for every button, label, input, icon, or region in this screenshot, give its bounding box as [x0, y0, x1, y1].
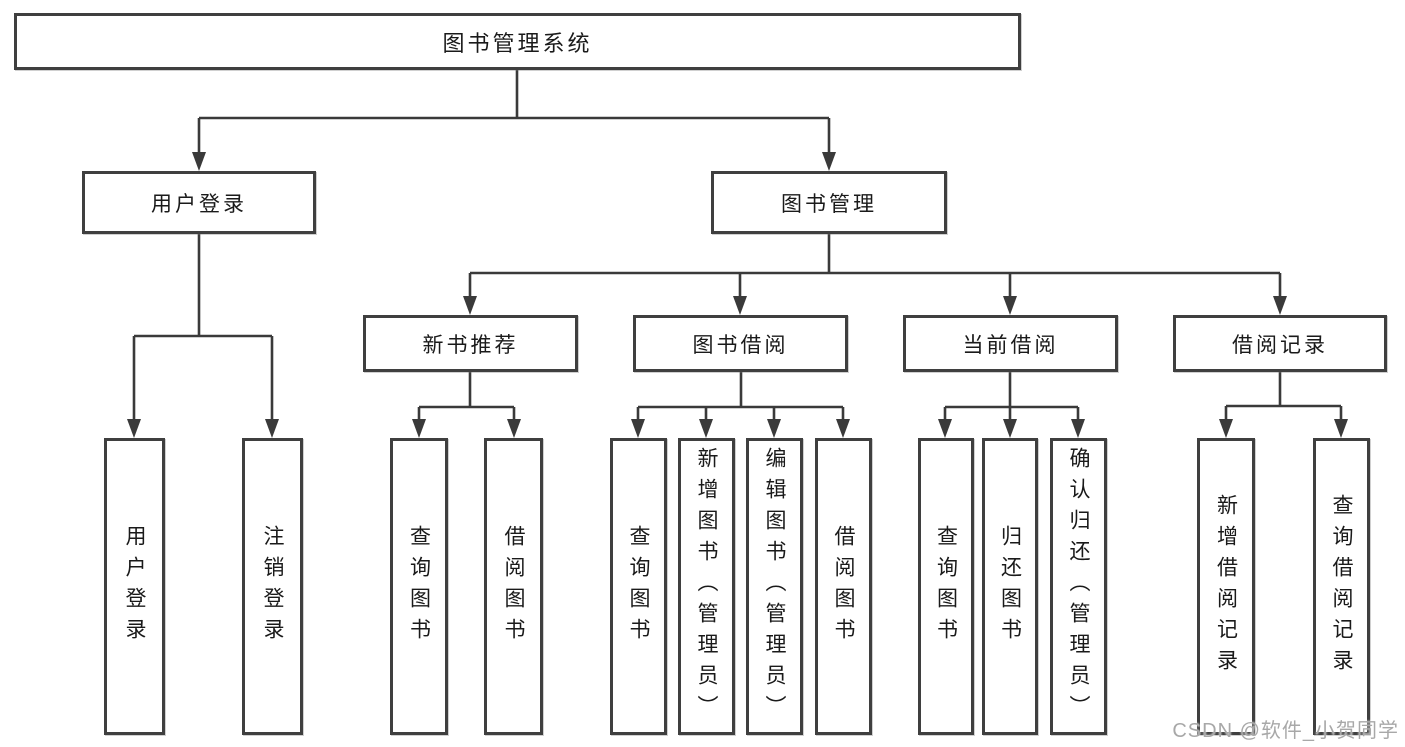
arrowhead-icon	[1273, 296, 1287, 315]
arrowhead-icon	[822, 152, 836, 171]
node-new-book-recommend: 新书推荐	[363, 315, 578, 372]
arrowhead-icon	[1003, 419, 1017, 438]
arrowhead-icon	[507, 419, 521, 438]
edge-user-login-split	[132, 234, 274, 423]
arrowhead-icon	[1003, 296, 1017, 315]
leaf-user-login-label: 用户登录	[123, 524, 146, 649]
leaf-confirm-return-admin-label: 确认归还（管理员）	[1067, 447, 1090, 726]
node-root: 图书管理系统	[14, 13, 1021, 70]
leaf-user-login: 用户登录	[104, 438, 165, 735]
arrowhead-icon	[412, 419, 426, 438]
leaf-confirm-return-admin: 确认归还（管理员）	[1050, 438, 1107, 735]
node-current-borrow: 当前借阅	[903, 315, 1118, 372]
leaf-query-book-borrow-label: 查询图书	[627, 524, 650, 649]
edge-new-book-split	[417, 372, 516, 423]
arrowhead-icon	[1334, 419, 1348, 438]
node-book-borrow-label: 图书借阅	[692, 333, 789, 357]
node-book-management: 图书管理	[711, 171, 947, 234]
edge-root-split	[197, 70, 831, 156]
leaf-query-book-borrow: 查询图书	[610, 438, 667, 735]
arrowhead-icon	[733, 296, 747, 315]
leaf-add-book-admin: 新增图书（管理员）	[678, 438, 735, 735]
node-new-book-recommend-label: 新书推荐	[422, 333, 519, 357]
leaf-add-borrow-record: 新增借阅记录	[1197, 438, 1255, 735]
edge-current-borrow-split	[943, 372, 1080, 423]
leaf-query-book-current-label: 查询图书	[934, 524, 958, 649]
arrowhead-icon	[1219, 419, 1233, 438]
node-user-login: 用户登录	[82, 171, 316, 234]
node-root-label: 图书管理系统	[442, 30, 593, 56]
leaf-borrow-book-label: 借阅图书	[832, 524, 855, 649]
leaf-query-borrow-record-label: 查询借阅记录	[1330, 493, 1353, 680]
node-current-borrow-label: 当前借阅	[962, 333, 1059, 357]
edge-book-borrow-split	[636, 372, 845, 423]
leaf-add-borrow-record-label: 新增借阅记录	[1214, 493, 1238, 680]
leaf-logout: 注销登录	[242, 438, 303, 735]
leaf-edit-book-admin: 编辑图书（管理员）	[746, 438, 803, 735]
leaf-edit-book-admin-label: 编辑图书（管理员）	[763, 447, 786, 726]
watermark: CSDN @软件_小贺同学	[1172, 720, 1399, 742]
node-user-login-label: 用户登录	[151, 192, 247, 216]
arrowhead-icon	[127, 419, 141, 438]
node-book-borrow: 图书借阅	[633, 315, 848, 372]
arrowhead-icon	[463, 296, 477, 315]
leaf-return-book: 归还图书	[982, 438, 1038, 735]
node-borrow-record: 借阅记录	[1173, 315, 1387, 372]
connector-arrowheads	[127, 152, 1348, 438]
arrowhead-icon	[1071, 419, 1085, 438]
leaf-borrow-book: 借阅图书	[815, 438, 872, 735]
node-borrow-record-label: 借阅记录	[1232, 333, 1328, 357]
arrowhead-icon	[938, 419, 952, 438]
leaf-add-book-admin-label: 新增图书（管理员）	[695, 447, 718, 726]
leaf-borrow-book-recommend: 借阅图书	[484, 438, 543, 735]
arrowhead-icon	[631, 419, 645, 438]
leaf-query-book-current: 查询图书	[918, 438, 974, 735]
arrowhead-icon	[265, 419, 279, 438]
arrowhead-icon	[767, 419, 781, 438]
edge-borrow-record-split	[1224, 372, 1343, 423]
leaf-query-book-recommend-label: 查询图书	[407, 524, 431, 649]
leaf-borrow-book-recommend-label: 借阅图书	[502, 524, 525, 649]
leaf-logout-label: 注销登录	[261, 524, 284, 649]
leaf-query-book-recommend: 查询图书	[390, 438, 448, 735]
leaf-return-book-label: 归还图书	[998, 524, 1022, 649]
edge-book-mgmt-split	[468, 234, 1282, 300]
arrowhead-icon	[836, 419, 850, 438]
arrowhead-icon	[699, 419, 713, 438]
node-book-management-label: 图书管理	[781, 192, 877, 216]
arrowhead-icon	[192, 152, 206, 171]
leaf-query-borrow-record: 查询借阅记录	[1313, 438, 1370, 735]
